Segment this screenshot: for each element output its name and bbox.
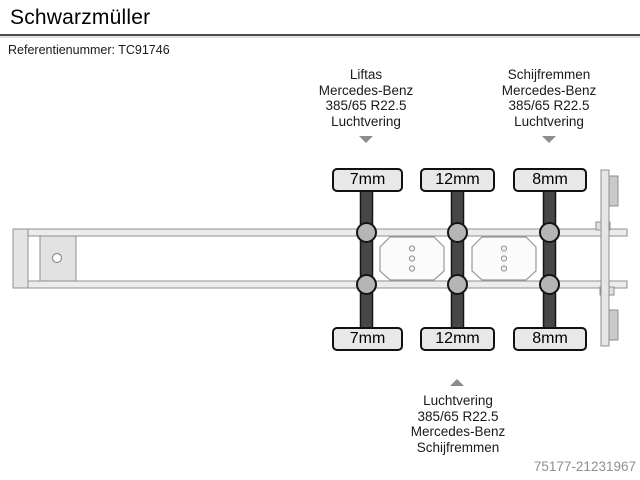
annotation-rear-axle: Schijfremmen Mercedes-Benz 385/65 R22.5 … bbox=[454, 67, 640, 129]
reference-number: Referentienummer: TC91746 bbox=[8, 43, 170, 57]
bolt-hole bbox=[500, 265, 508, 272]
bolt-hole bbox=[408, 245, 416, 252]
front-end-beam bbox=[12, 228, 29, 289]
tread-depth-bottom-axle-1: 7mm bbox=[332, 327, 403, 351]
tread-depth-top-axle-2: 12mm bbox=[420, 168, 495, 192]
crossmember-plate-2 bbox=[471, 236, 537, 281]
annotation-line: Schijfremmen bbox=[507, 67, 591, 82]
annotation-line: Mercedes-Benz bbox=[501, 82, 597, 98]
trailer-frame bbox=[12, 169, 628, 347]
header-divider bbox=[0, 34, 640, 36]
rear-light-bar bbox=[600, 169, 610, 347]
annotation-line: 385/65 R22.5 bbox=[508, 98, 590, 113]
tread-depth-top-axle-1: 7mm bbox=[332, 168, 403, 192]
annotation-middle-axle: Luchtvering 385/65 R22.5 Mercedes-Benz S… bbox=[363, 393, 553, 455]
bolt-hole bbox=[500, 255, 508, 262]
tread-depth-bottom-axle-3: 8mm bbox=[513, 327, 587, 351]
wheel-hub bbox=[447, 222, 468, 243]
tread-depth-top-axle-3: 8mm bbox=[513, 168, 587, 192]
wheel-hub bbox=[539, 222, 560, 243]
wheel-hub bbox=[356, 222, 377, 243]
axle-3 bbox=[539, 188, 560, 330]
annotation-front-axle: Liftas Mercedes-Benz 385/65 R22.5 Luchtv… bbox=[271, 67, 461, 129]
rear-light-bottom bbox=[608, 309, 619, 341]
wheel-hub bbox=[356, 274, 377, 295]
annotation-line: Schijfremmen bbox=[416, 439, 500, 455]
axle-2 bbox=[447, 188, 468, 330]
kingpin bbox=[51, 252, 63, 264]
annotation-line: Mercedes-Benz bbox=[410, 424, 506, 439]
annotation-line: Luchtvering bbox=[423, 393, 493, 408]
frame-top-rail bbox=[12, 228, 628, 237]
rear-light-top bbox=[608, 175, 619, 207]
tire-bar bbox=[542, 188, 557, 330]
bolt-hole bbox=[500, 245, 508, 252]
header-divider-shadow bbox=[0, 36, 640, 38]
annotation-line: Luchtvering bbox=[331, 113, 401, 129]
arrow-up-icon bbox=[450, 379, 464, 386]
annotation-line: Mercedes-Benz bbox=[318, 82, 414, 98]
annotation-line: 385/65 R22.5 bbox=[325, 98, 407, 113]
bolt-hole bbox=[408, 255, 416, 262]
arrow-down-icon bbox=[359, 136, 373, 143]
wheel-hub bbox=[539, 274, 560, 295]
page-title: Schwarzmüller bbox=[10, 6, 151, 29]
tire-bar bbox=[359, 188, 374, 330]
crossmember-plate-1 bbox=[379, 236, 445, 281]
annotation-line: 385/65 R22.5 bbox=[417, 408, 499, 424]
frame-bottom-rail bbox=[12, 280, 628, 289]
wheel-hub bbox=[447, 274, 468, 295]
annotation-line: Liftas bbox=[349, 67, 383, 82]
annotation-line: Luchtvering bbox=[514, 113, 584, 129]
arrow-down-icon bbox=[542, 136, 556, 143]
tire-bar bbox=[450, 188, 465, 330]
listing-id: 75177-21231967 bbox=[533, 459, 636, 474]
rear-assembly bbox=[595, 169, 619, 347]
tread-depth-bottom-axle-2: 12mm bbox=[420, 327, 495, 351]
axle-1 bbox=[356, 188, 377, 330]
bolt-hole bbox=[408, 265, 416, 272]
